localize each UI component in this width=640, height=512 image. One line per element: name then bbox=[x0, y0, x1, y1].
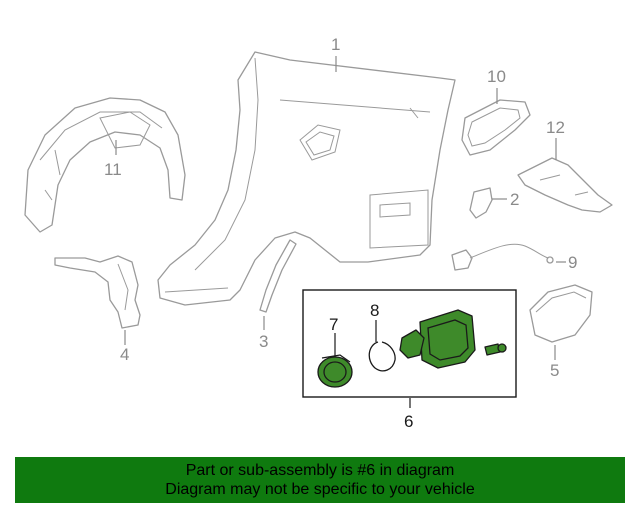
callout-11: 11 bbox=[104, 160, 122, 179]
screw-part[interactable] bbox=[484, 343, 507, 356]
callout-4: 4 bbox=[120, 345, 129, 364]
info-banner: Part or sub-assembly is #6 in diagram Di… bbox=[15, 457, 625, 503]
plate-part[interactable] bbox=[517, 157, 613, 213]
callout-8: 8 bbox=[370, 301, 379, 320]
callout-6: 6 bbox=[404, 412, 413, 431]
cable-part[interactable] bbox=[451, 243, 554, 271]
assembly-box bbox=[302, 289, 517, 398]
housing-part[interactable] bbox=[461, 99, 531, 156]
fuel-cap-ring-part[interactable] bbox=[317, 354, 353, 388]
banner-line-1: Part or sub-assembly is #6 in diagram bbox=[185, 462, 455, 479]
callout-10: 10 bbox=[487, 67, 506, 86]
callout-7: 7 bbox=[329, 315, 338, 334]
callout-3: 3 bbox=[259, 332, 268, 351]
molding-strip-part[interactable] bbox=[259, 239, 297, 313]
bracket-part[interactable] bbox=[54, 255, 141, 329]
callout-9: 9 bbox=[568, 253, 577, 272]
fuel-door-part[interactable] bbox=[529, 284, 593, 343]
callout-1: 1 bbox=[331, 35, 340, 54]
callout-2: 2 bbox=[510, 190, 519, 209]
fuel-door-housing-part[interactable] bbox=[399, 309, 476, 369]
clip-part[interactable] bbox=[469, 187, 493, 219]
banner-line-2: Diagram may not be specific to your vehi… bbox=[165, 481, 475, 498]
callout-5: 5 bbox=[550, 361, 559, 380]
fuel-door-housing-assembly[interactable] bbox=[302, 289, 517, 398]
parts-diagram: 1 11 4 3 10 12 2 9 bbox=[24, 35, 613, 431]
wheel-liner-part[interactable] bbox=[24, 97, 186, 233]
callout-12: 12 bbox=[546, 118, 565, 137]
quarter-panel-part[interactable] bbox=[157, 51, 456, 306]
retaining-ring-part[interactable] bbox=[368, 341, 396, 372]
